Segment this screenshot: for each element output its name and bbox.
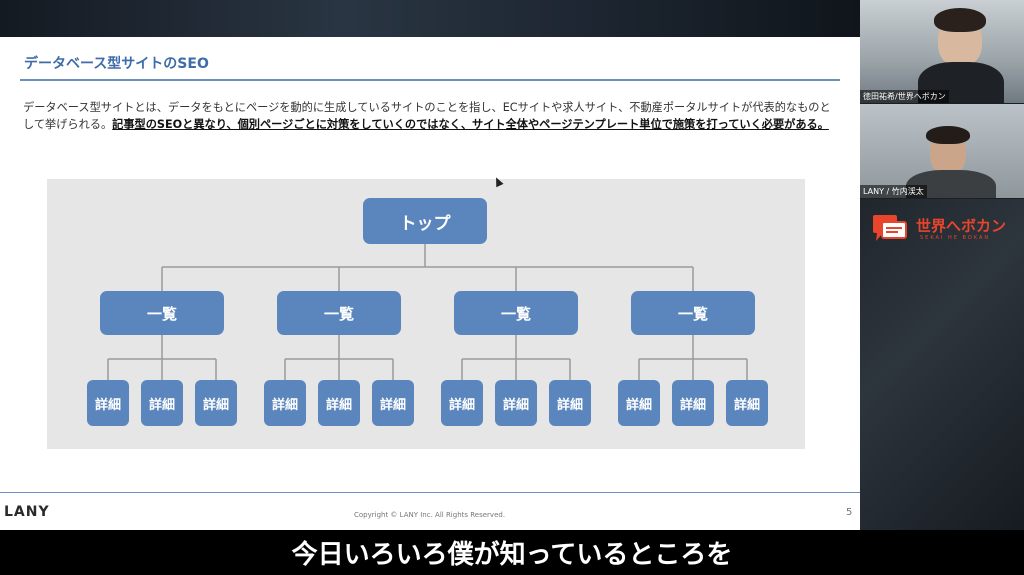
detail-page-node: 詳細 — [141, 380, 183, 426]
page-number: 5 — [846, 507, 853, 518]
detail-page-node: 詳細 — [195, 380, 237, 426]
detail-page-node: 詳細 — [549, 380, 591, 426]
body-emphasis-text: 記事型のSEOと異なり、個別ページごとに対策をしていくのではなく、サイト全体やペ… — [112, 118, 829, 131]
top-page-node: トップ — [363, 198, 487, 244]
slide-title-bar: データベース型サイトのSEO — [20, 49, 840, 81]
detail-page-node: 詳細 — [264, 380, 306, 426]
brand-subtitle: SEKAI HE BOKAN — [920, 235, 991, 241]
participant-video-2: LANY / 竹内渓太 — [860, 104, 1024, 198]
detail-page-node: 詳細 — [495, 380, 537, 426]
list-page-node: 一覧 — [631, 291, 755, 335]
caption-background — [0, 530, 1024, 575]
body-normal-text: データベース型サイトとは、データをもとにページを動的に生成しているサイトのことを… — [23, 101, 831, 131]
detail-page-node: 詳細 — [318, 380, 360, 426]
participant-video-1: 徳田祐希/世界へボカン — [860, 0, 1024, 103]
detail-page-node: 詳細 — [672, 380, 714, 426]
video-caption: 今日いろいろ僕が知っているところを — [291, 540, 733, 570]
footer-logo: LANY — [4, 504, 50, 520]
site-structure-diagram: トップ一覧詳細詳細詳細一覧詳細詳細詳細一覧詳細詳細詳細一覧詳細詳細詳細 — [47, 179, 805, 449]
participant-hair — [926, 126, 970, 144]
participant-name-label: 徳田祐希/世界へボカン — [860, 90, 949, 103]
list-page-node: 一覧 — [100, 291, 224, 335]
slide-body-text: データベース型サイトとは、データをもとにページを動的に生成しているサイトのことを… — [23, 99, 833, 133]
diagram-connector-lines — [107, 244, 748, 380]
detail-page-node: 詳細 — [441, 380, 483, 426]
speech-bubble-logo-icon — [873, 215, 907, 241]
list-page-node: 一覧 — [454, 291, 578, 335]
copyright-text: Copyright © LANY Inc. All Rights Reserve… — [354, 511, 506, 519]
list-page-node: 一覧 — [277, 291, 401, 335]
detail-page-node: 詳細 — [372, 380, 414, 426]
footer-divider — [0, 492, 860, 493]
participant-name-label: LANY / 竹内渓太 — [860, 185, 927, 198]
detail-page-node: 詳細 — [726, 380, 768, 426]
presentation-slide: データベース型サイトのSEO データベース型サイトとは、データをもとにページを動… — [0, 37, 860, 530]
slide-title: データベース型サイトのSEO — [24, 56, 209, 72]
participant-hair — [934, 8, 986, 32]
background-banner — [0, 0, 860, 37]
brand-title: 世界へボカン — [916, 217, 1007, 235]
detail-page-node: 詳細 — [87, 380, 129, 426]
detail-page-node: 詳細 — [618, 380, 660, 426]
brand-panel: 世界へボカン SEKAI HE BOKAN — [860, 199, 1024, 530]
